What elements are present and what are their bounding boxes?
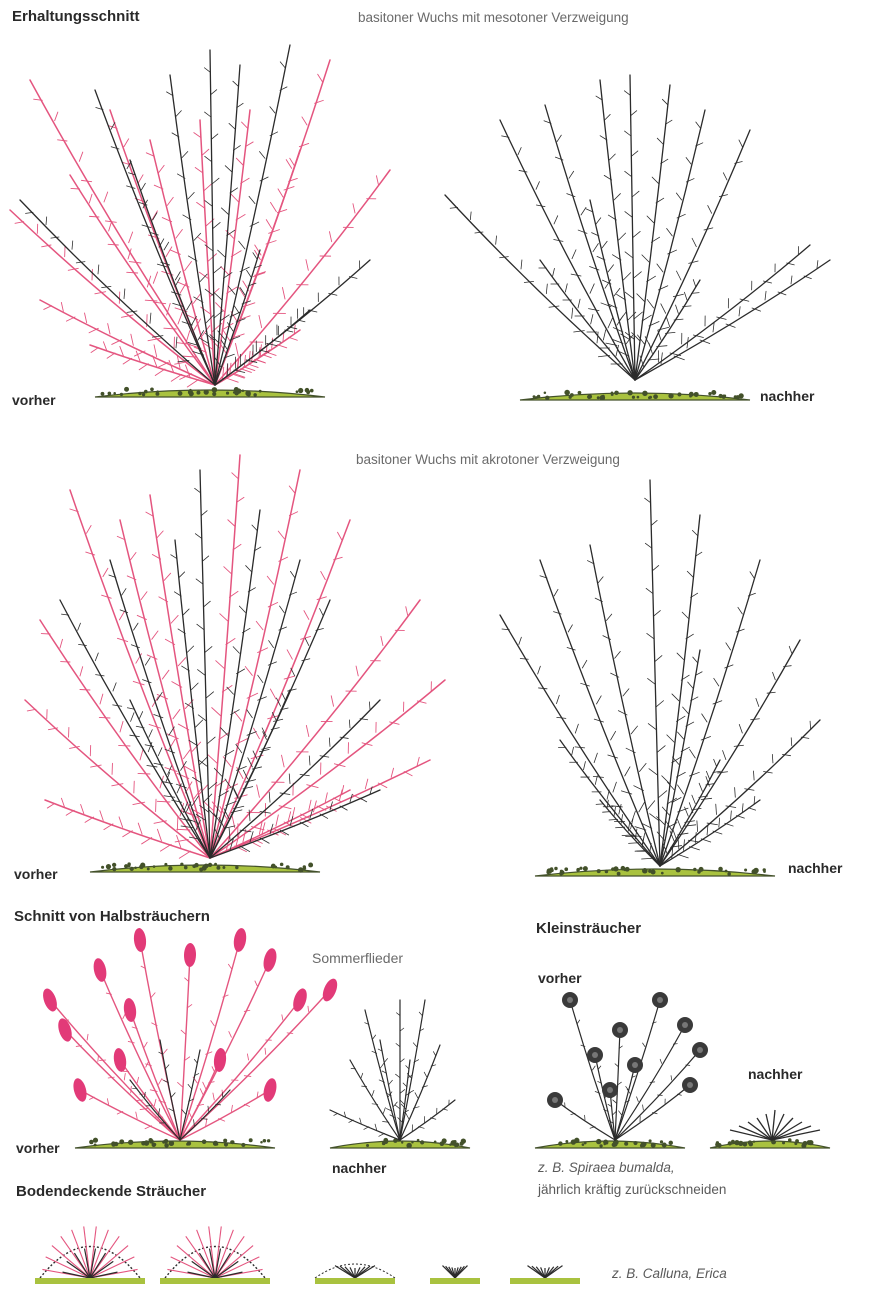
shrub-spiraea-after bbox=[730, 1110, 820, 1140]
section-title-kleinstraeucher: Kleinsträucher bbox=[536, 920, 641, 937]
ground-halb-before bbox=[75, 1138, 275, 1148]
shrub-akrotone-before bbox=[25, 455, 445, 858]
label-before-halb: vorher bbox=[16, 1140, 60, 1156]
ground-klein-before bbox=[535, 1138, 685, 1148]
label-after-row1: nachher bbox=[760, 388, 814, 404]
shrub-spiraea-before bbox=[547, 992, 708, 1140]
heath-stage-3 bbox=[510, 1266, 580, 1284]
plant-name-sommerflieder: Sommerflieder bbox=[312, 950, 403, 966]
note-spiraea: z. B. Spiraea bumalda, bbox=[538, 1160, 675, 1175]
label-after-halb: nachher bbox=[332, 1160, 386, 1176]
label-after-row2: nachher bbox=[788, 860, 842, 876]
note-calluna-erica: z. B. Calluna, Erica bbox=[612, 1266, 727, 1281]
section-title-erhaltungsschnitt: Erhaltungsschnitt bbox=[12, 8, 140, 25]
ground-row1-after bbox=[520, 390, 750, 401]
ground-row2-after bbox=[535, 866, 775, 876]
shrub-drawings bbox=[10, 45, 830, 1284]
shrub-sommerflieder-before bbox=[40, 927, 340, 1140]
heath-stage-1 bbox=[315, 1264, 395, 1284]
ground-row1-before bbox=[95, 387, 325, 397]
label-after-klein: nachher bbox=[748, 1066, 802, 1082]
section-title-halbstraeucher: Schnitt von Halbsträuchern bbox=[14, 908, 210, 925]
note-yearly-cut: jährlich kräftig zurückschneiden bbox=[538, 1182, 726, 1197]
heath-stage-2 bbox=[430, 1266, 480, 1284]
ground-row2-before bbox=[90, 862, 320, 872]
caption-mesotone: basitoner Wuchs mit mesotoner Verzweigun… bbox=[358, 10, 629, 25]
shrub-mesotone-after bbox=[445, 75, 830, 380]
section-title-bodendeckende: Bodendeckende Sträucher bbox=[16, 1183, 206, 1200]
label-before-row2: vorher bbox=[14, 866, 58, 882]
label-before-klein: vorher bbox=[538, 970, 582, 986]
shrub-akrotone-after bbox=[500, 480, 820, 866]
groundcover-before-2 bbox=[160, 1226, 270, 1284]
shrub-sommerflieder-after bbox=[330, 1000, 455, 1140]
label-before-row1: vorher bbox=[12, 392, 56, 408]
groundcover-before-1 bbox=[35, 1226, 145, 1284]
caption-akrotone: basitoner Wuchs mit akrotoner Verzweigun… bbox=[356, 452, 620, 467]
shrub-mesotone-before bbox=[10, 45, 390, 387]
